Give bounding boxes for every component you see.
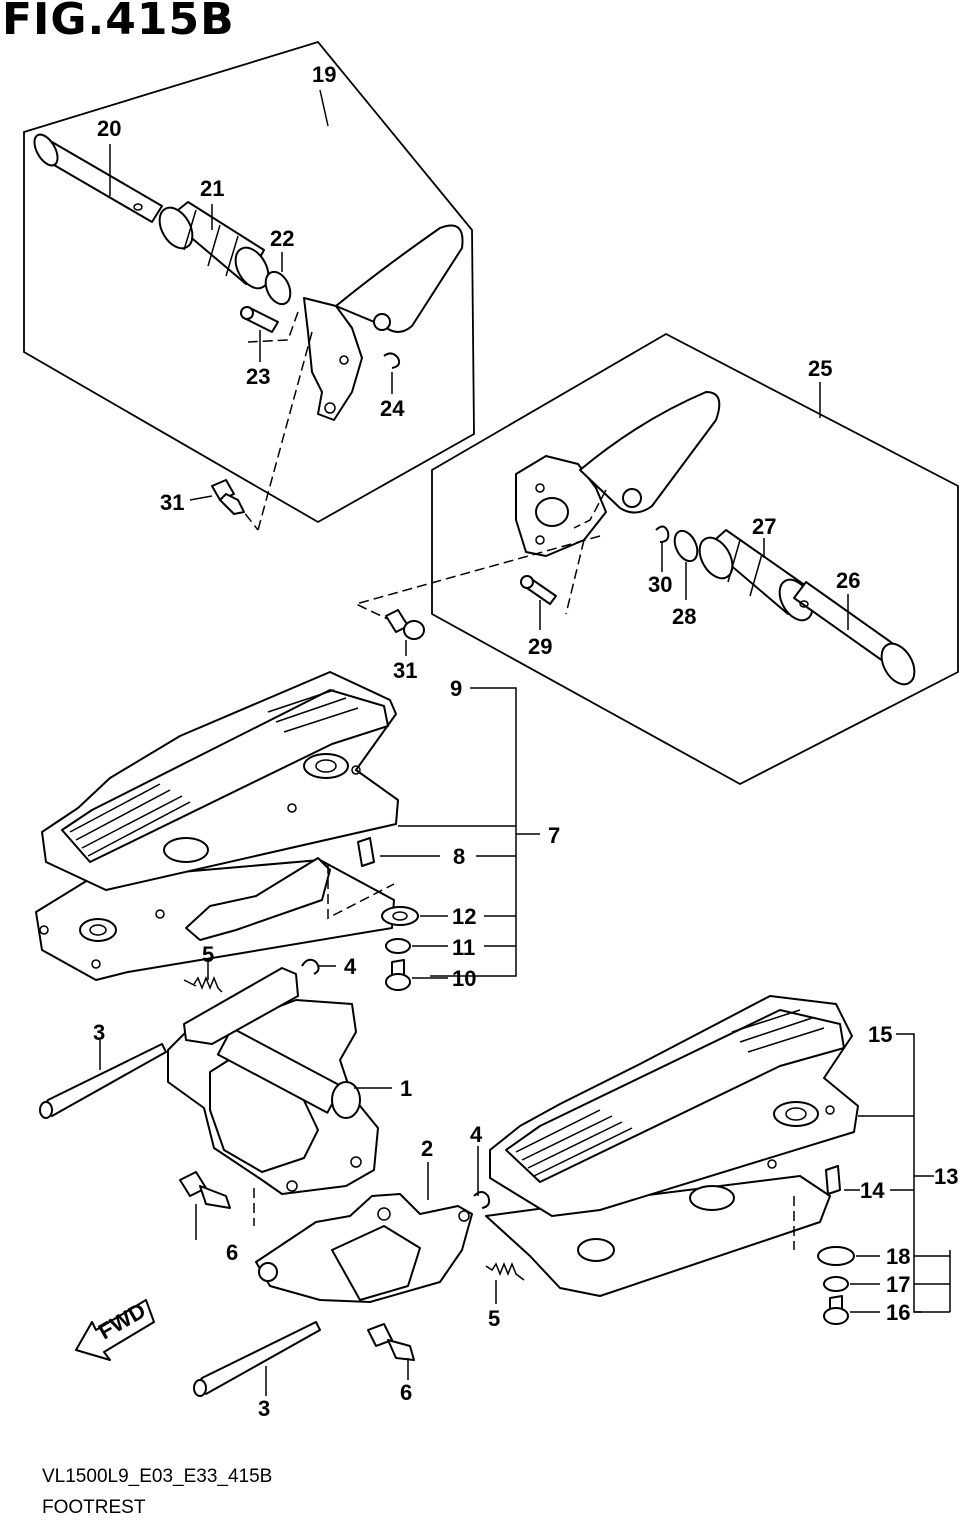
callout-5-upper: 5 bbox=[202, 942, 214, 967]
left-floorboard-assembly bbox=[35, 671, 399, 981]
washer-12 bbox=[381, 906, 419, 926]
washer-17 bbox=[823, 1276, 849, 1292]
washer-28 bbox=[673, 529, 699, 563]
callout-13: 13 bbox=[934, 1164, 958, 1189]
callout-31-upper: 31 bbox=[160, 490, 184, 515]
callout-8: 8 bbox=[453, 844, 465, 869]
bolt-6-upper bbox=[179, 1171, 231, 1209]
callout-26: 26 bbox=[836, 568, 860, 593]
bolt-31-lower bbox=[385, 609, 425, 640]
bolt-31-upper bbox=[211, 479, 245, 515]
callout-31-lower: 31 bbox=[393, 658, 417, 683]
washer-18 bbox=[817, 1246, 855, 1266]
rear-footrest-left-assembly bbox=[23, 40, 475, 531]
washer-22 bbox=[264, 270, 292, 306]
floorboard-ribs-left bbox=[69, 689, 359, 857]
footrest-bracket-1 bbox=[167, 967, 379, 1195]
callout-1: 1 bbox=[400, 1076, 412, 1101]
footrest-pin-26 bbox=[793, 581, 916, 686]
callout-22: 22 bbox=[270, 226, 294, 251]
callout-6-upper: 6 bbox=[226, 1240, 238, 1265]
clip-30 bbox=[655, 525, 670, 543]
callout-3-lower: 3 bbox=[258, 1396, 270, 1421]
callout-30: 30 bbox=[648, 572, 672, 597]
bolt-8 bbox=[357, 837, 375, 867]
callout-28: 28 bbox=[672, 604, 696, 629]
floorboard-ribs-right bbox=[515, 1009, 825, 1177]
bolt-16 bbox=[823, 1295, 849, 1325]
footrest-bracket-left bbox=[303, 224, 464, 421]
callout-19: 19 bbox=[312, 62, 336, 87]
right-floorboard-assembly bbox=[485, 995, 859, 1297]
callout-25: 25 bbox=[808, 356, 832, 381]
callout-7: 7 bbox=[548, 823, 560, 848]
callout-17: 17 bbox=[886, 1272, 910, 1297]
bolt-14 bbox=[825, 1165, 841, 1195]
bolt-6-lower bbox=[367, 1323, 415, 1361]
figure-title: FIG.415B bbox=[2, 0, 235, 45]
callout-24: 24 bbox=[380, 396, 405, 421]
callout-18: 18 bbox=[886, 1244, 910, 1269]
clip-4-lower bbox=[473, 1191, 491, 1209]
callout-9: 9 bbox=[450, 676, 462, 701]
footrest-rubber-21 bbox=[158, 201, 270, 290]
footrest-bracket-right bbox=[515, 391, 721, 557]
footrest-rubber-27 bbox=[698, 529, 814, 622]
callout-10: 10 bbox=[452, 966, 476, 991]
callout-12: 12 bbox=[452, 904, 476, 929]
callout-5-lower: 5 bbox=[488, 1306, 500, 1331]
bolt-10 bbox=[385, 959, 411, 991]
callout-11: 11 bbox=[452, 935, 475, 960]
callout-4-upper: 4 bbox=[344, 954, 357, 979]
rear-footrest-right-assembly bbox=[353, 332, 959, 786]
spring-5-lower bbox=[485, 1261, 525, 1281]
callout-27: 27 bbox=[752, 514, 776, 539]
footrest-bracket-2 bbox=[255, 1193, 473, 1303]
callout-16: 16 bbox=[886, 1300, 910, 1325]
pin-23 bbox=[240, 306, 279, 333]
callout-3-upper: 3 bbox=[93, 1020, 105, 1045]
callout-15: 15 bbox=[868, 1022, 892, 1047]
callout-21: 21 bbox=[200, 176, 224, 201]
callout-6-lower: 6 bbox=[400, 1380, 412, 1405]
clip-24 bbox=[383, 352, 401, 369]
figure-name: FOOTREST bbox=[42, 1497, 146, 1518]
fwd-arrow: FWD bbox=[75, 1298, 155, 1361]
callout-2: 2 bbox=[421, 1136, 433, 1161]
spring-5-upper bbox=[183, 975, 223, 993]
callout-29: 29 bbox=[528, 634, 552, 659]
pin-29 bbox=[520, 575, 557, 605]
washer-11 bbox=[385, 938, 411, 954]
pin-3-lower bbox=[193, 1321, 321, 1397]
figure-code: VL1500L9_E03_E33_415B bbox=[42, 1466, 273, 1487]
callout-23: 23 bbox=[246, 364, 270, 389]
callout-14: 14 bbox=[860, 1178, 885, 1203]
clip-4-upper bbox=[301, 958, 320, 975]
callout-20: 20 bbox=[97, 116, 121, 141]
footrest-pin-20 bbox=[33, 133, 163, 223]
pin-3-upper bbox=[39, 1043, 167, 1119]
callout-4-lower: 4 bbox=[470, 1122, 483, 1147]
